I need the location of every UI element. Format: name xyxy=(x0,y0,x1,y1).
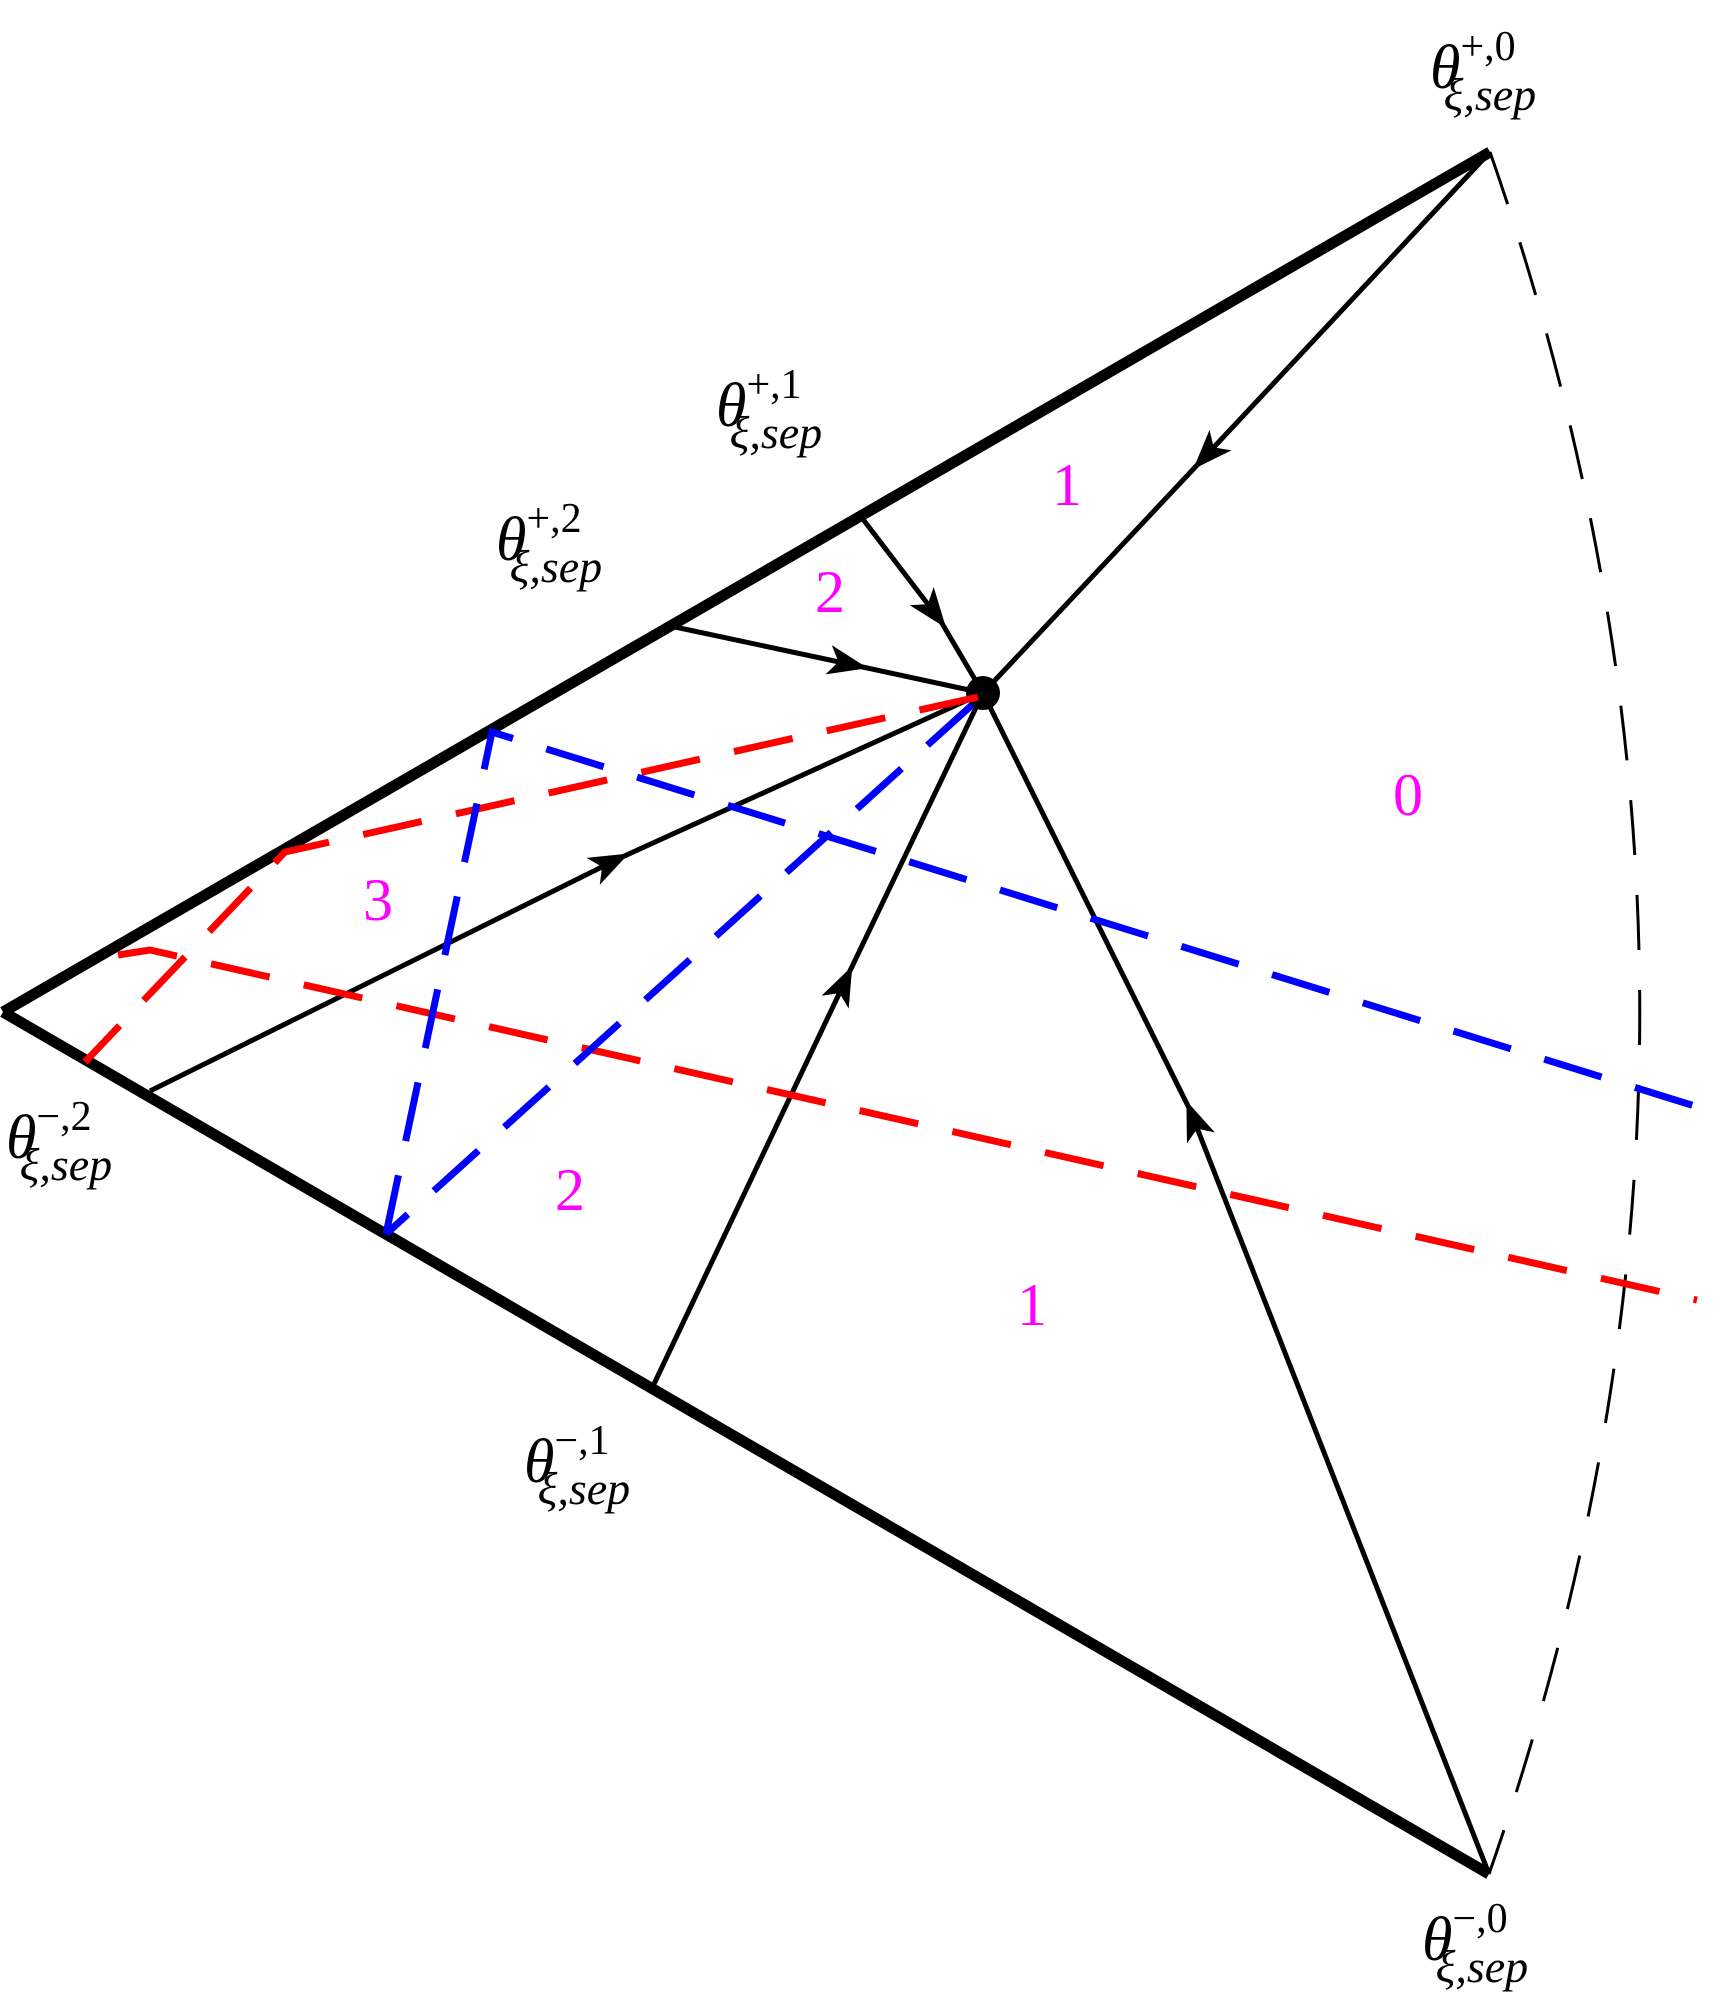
outer-arc xyxy=(1487,151,1642,1875)
blue-dashed-curves xyxy=(382,702,1716,1237)
red-dashed-curves xyxy=(82,693,1698,1304)
region-label-3: 3 xyxy=(363,867,393,933)
equilibrium-point xyxy=(966,676,1000,710)
wedge-boundary xyxy=(0,147,1493,1879)
region-label-1-lower: 1 xyxy=(1017,1272,1047,1338)
separatrices xyxy=(148,150,1492,1875)
region-label-2-upper: 2 xyxy=(815,559,845,625)
region-label-0: 0 xyxy=(1393,762,1423,828)
region-label-1-upper: 1 xyxy=(1052,452,1082,518)
region-label-2-lower: 2 xyxy=(555,1157,585,1223)
